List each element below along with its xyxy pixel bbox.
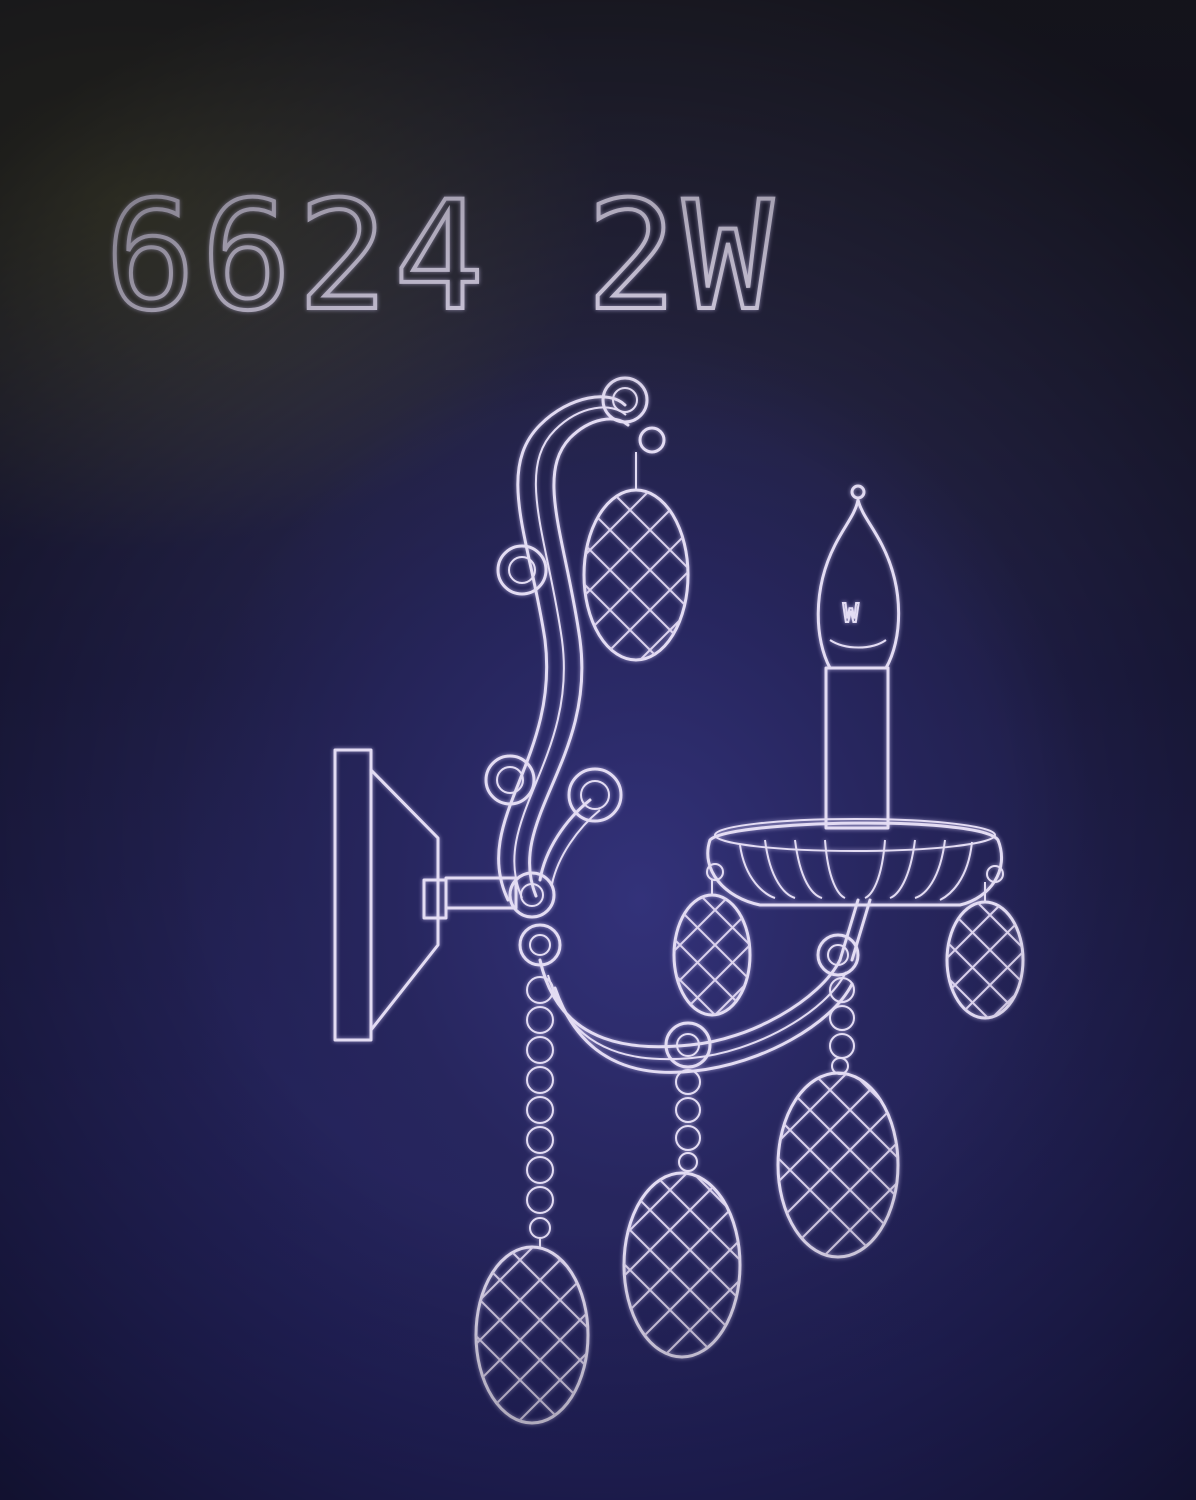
pendant-bottom xyxy=(474,1245,590,1425)
model-label: 6624 2W xyxy=(105,170,779,344)
crystal-balls xyxy=(484,376,860,1069)
bulb-mark: W xyxy=(843,599,859,629)
pendant-mid-right xyxy=(776,1071,900,1259)
candle-bulb: W xyxy=(816,484,901,830)
pendant-cup-left xyxy=(672,893,752,1017)
pendant-center xyxy=(622,1171,742,1359)
bobeche-cup xyxy=(706,818,1004,907)
lower-arm xyxy=(538,898,872,1074)
